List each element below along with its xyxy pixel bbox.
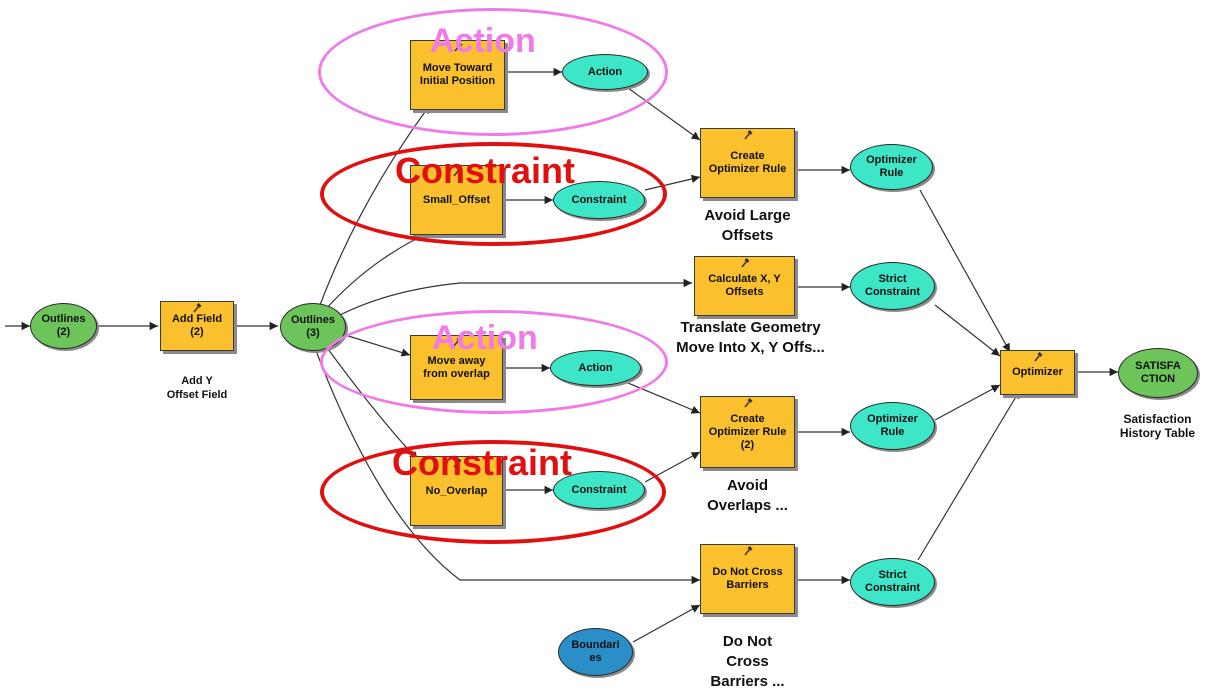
calculate-xy-tool[interactable]: Calculate X, Y Offsets: [694, 256, 795, 316]
connector: [934, 384, 1001, 421]
translate-label: Translate Geometry Move Into X, Y Offs..…: [676, 319, 825, 356]
add-field-label: Add Field (2): [171, 313, 223, 338]
connector: [339, 278, 692, 316]
boundaries-node[interactable]: Boundari es: [558, 628, 633, 676]
connector: [632, 604, 701, 643]
connector: [934, 304, 1001, 357]
create-rule-2-label: Create Optimizer Rule (2): [708, 412, 787, 451]
hammer-icon: [743, 546, 752, 556]
optimizer-label: Optimizer: [1012, 366, 1063, 378]
action-annotation-top: Action: [430, 22, 536, 60]
action-highlight-ellipse-top: [318, 8, 668, 136]
do-not-cross-tool[interactable]: Do Not Cross Barriers: [700, 544, 795, 614]
satisfaction-table-label: Satisfaction History Table: [1119, 412, 1196, 440]
optimizer-rule-node-1[interactable]: Optimizer Rule: [850, 144, 933, 190]
action-annotation-bottom: Action: [432, 319, 538, 357]
connector: [919, 189, 1011, 353]
strict-constraint-node-2[interactable]: Strict Constraint: [850, 558, 935, 606]
constraint-annotation-bottom: Constraint: [392, 442, 572, 483]
calculate-xy-label: Calculate X, Y Offsets: [708, 273, 781, 298]
avoid-large-label: Avoid Large Offsets: [704, 207, 791, 244]
constraint-annotation-top: Constraint: [395, 150, 575, 191]
outlines-2-node[interactable]: Outlines (2): [30, 303, 97, 349]
add-field-tool[interactable]: Add Field (2): [160, 301, 234, 351]
avoid-overlaps-label: Avoid Overlaps ...: [707, 477, 788, 514]
hammer-icon: [193, 303, 202, 313]
hammer-icon: [740, 258, 749, 268]
create-rule-1-tool[interactable]: Create Optimizer Rule: [700, 128, 795, 198]
optimizer-rule-node-2[interactable]: Optimizer Rule: [850, 402, 935, 450]
hammer-icon: [743, 130, 752, 140]
do-not-cross-label: Do Not Cross Barriers: [712, 566, 783, 591]
do-not-cross-caption: Do Not Cross Barriers ...: [710, 633, 785, 690]
action-highlight-ellipse-bottom: [320, 310, 668, 414]
connector: [917, 389, 1021, 561]
add-y-label: Add Y Offset Field: [166, 375, 228, 401]
satisfaction-node[interactable]: SATISFA CTION: [1118, 348, 1198, 398]
connector: [324, 231, 431, 311]
hammer-icon: [743, 398, 752, 408]
create-rule-2-tool[interactable]: Create Optimizer Rule (2): [700, 396, 795, 468]
constraint-highlight-ellipse-top: [320, 142, 667, 246]
optimizer-tool[interactable]: Optimizer: [1000, 350, 1075, 395]
strict-constraint-node-1[interactable]: Strict Constraint: [850, 262, 935, 310]
create-rule-1-label: Create Optimizer Rule: [708, 150, 787, 175]
hammer-icon: [1033, 352, 1042, 362]
constraint-highlight-ellipse-bottom: [320, 440, 666, 544]
